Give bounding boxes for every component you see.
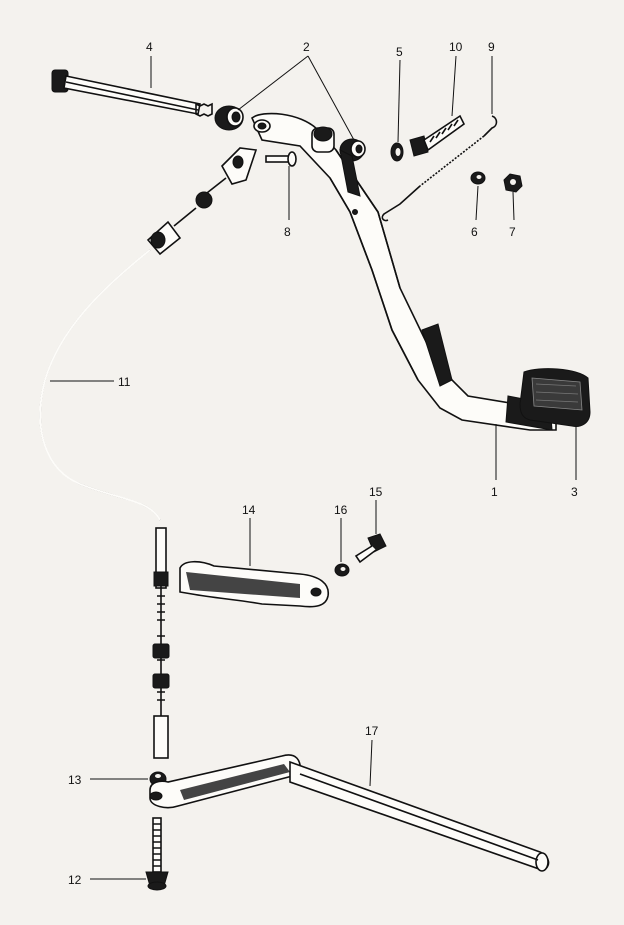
leader-lines xyxy=(50,55,577,880)
callout-17: 17 xyxy=(365,724,379,738)
part-4-pivot-bolt xyxy=(51,69,213,117)
callout-13: 13 xyxy=(68,773,82,787)
callout-6: 6 xyxy=(471,225,478,239)
callout-5: 5 xyxy=(396,45,403,59)
callout-labels: 4 2 5 10 9 6 7 8 11 1 3 14 15 16 13 12 1… xyxy=(68,40,578,887)
callout-9: 9 xyxy=(488,40,495,54)
callout-16: 16 xyxy=(334,503,348,517)
part-12-adjusting-bolt xyxy=(145,817,169,891)
part-9-return-spring xyxy=(381,115,498,222)
callout-14: 14 xyxy=(242,503,256,517)
callout-12: 12 xyxy=(68,873,82,887)
part-2-bush-left xyxy=(214,105,244,131)
part-7-nut xyxy=(503,173,523,193)
part-17-cross-shaft-lever xyxy=(149,754,550,872)
callout-4: 4 xyxy=(146,40,153,54)
callout-10: 10 xyxy=(449,40,463,54)
part-16-washer xyxy=(334,563,350,577)
part-15-bolt xyxy=(354,533,387,564)
callout-1: 1 xyxy=(491,485,498,499)
part-3-pedal-pad xyxy=(519,368,591,427)
part-8-clevis-pin xyxy=(265,151,297,167)
callout-2: 2 xyxy=(303,40,310,54)
callout-8: 8 xyxy=(284,225,291,239)
part-11-cable-threaded-end xyxy=(152,527,170,759)
part-11-clutch-cable xyxy=(39,147,258,521)
callout-15: 15 xyxy=(369,485,383,499)
callout-7: 7 xyxy=(509,225,516,239)
callout-11: 11 xyxy=(118,375,131,389)
callout-3: 3 xyxy=(571,485,578,499)
part-14-bracket xyxy=(179,560,329,608)
part-5-washer xyxy=(390,142,404,162)
part-6-washer xyxy=(470,171,486,185)
part-1-pedal-arm xyxy=(251,112,557,431)
part-10-screw xyxy=(409,114,466,157)
